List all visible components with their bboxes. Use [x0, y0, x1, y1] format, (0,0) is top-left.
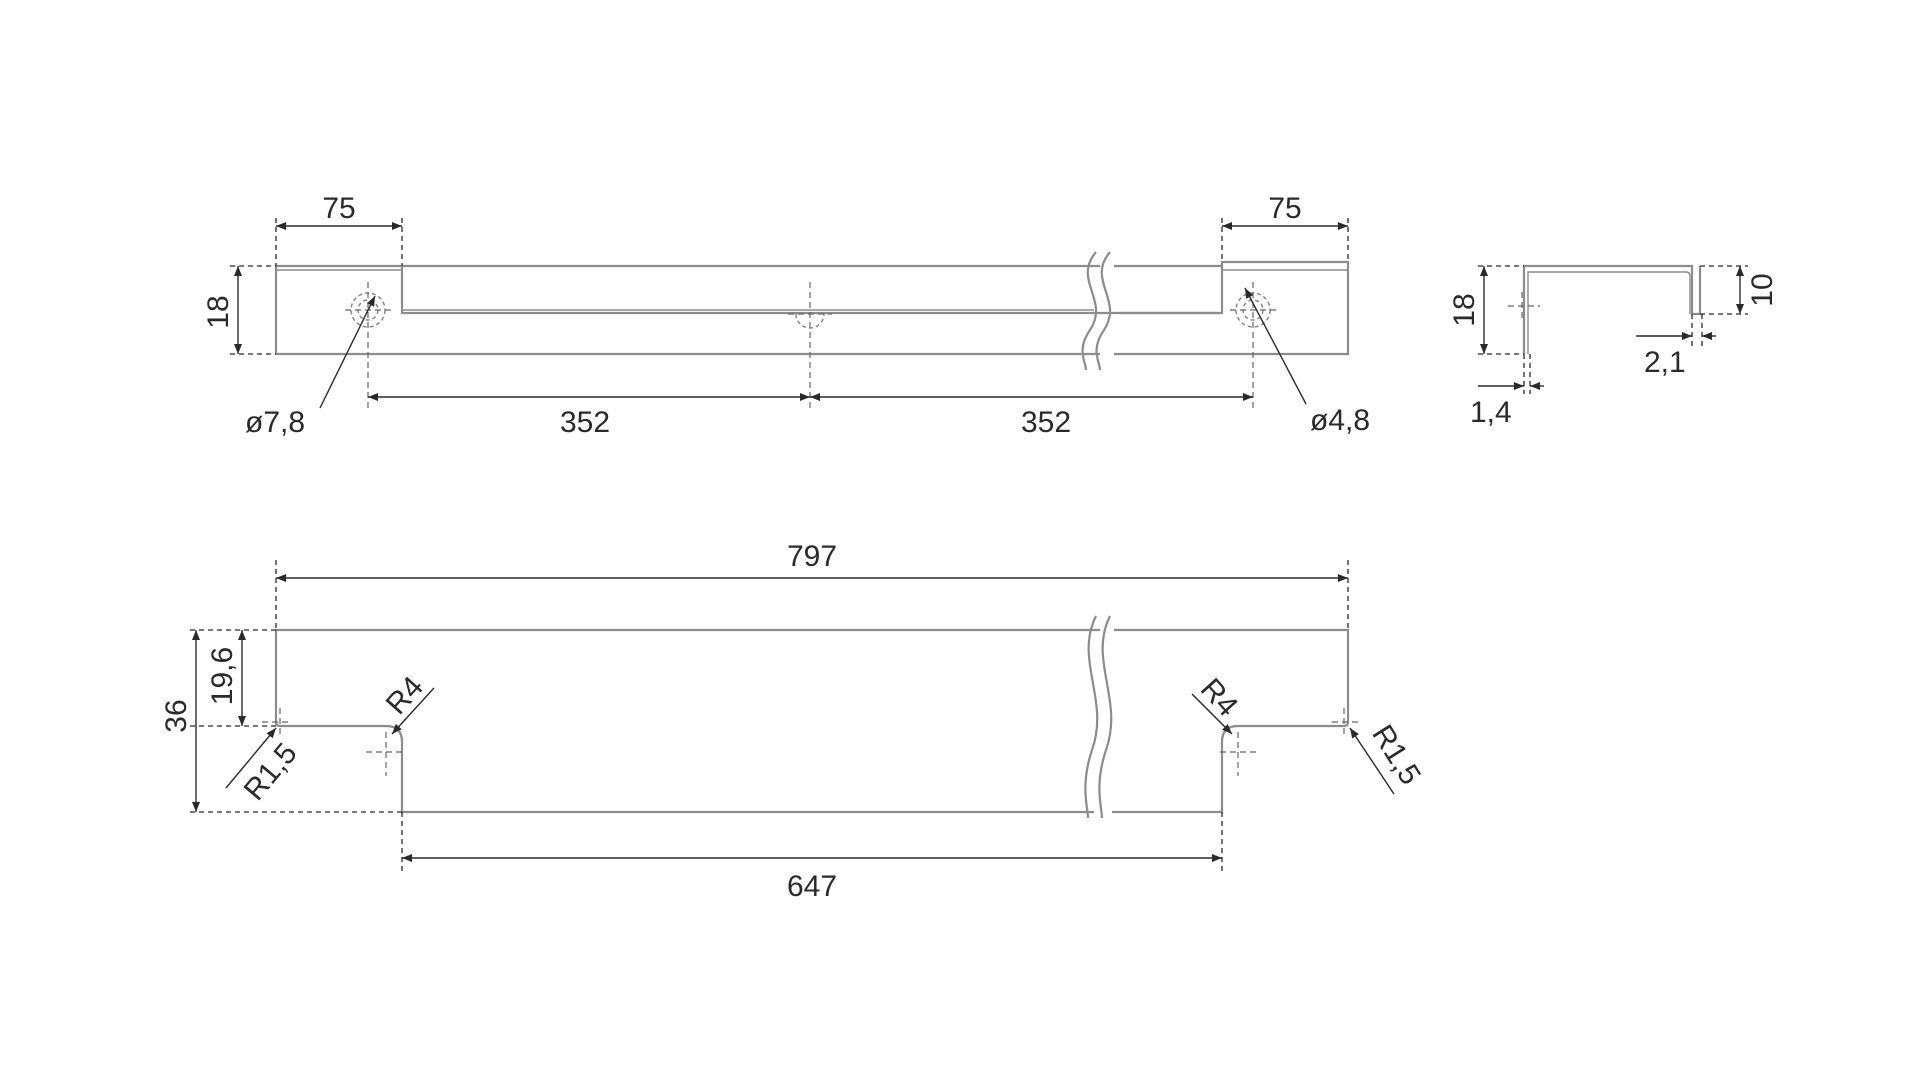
dim-19-6: 19,6: [206, 647, 239, 705]
front-view: 75 75 18 352 352 ø7,8 ø4,8: [202, 192, 1370, 439]
dim-352-left: 352: [560, 406, 610, 439]
dim-1-4-profile: 1,4: [1470, 396, 1512, 429]
dim-647: 647: [787, 870, 837, 903]
dim-352-right: 352: [1021, 406, 1071, 439]
bottom-view: 797 36 19,6 647 R4 R4 R1,5 R1,5: [160, 540, 1427, 903]
dim-2-1-profile: 2,1: [1644, 346, 1686, 379]
dim-r1-5-right: R1,5: [1365, 719, 1427, 790]
hole-center: [788, 282, 832, 408]
dim-10-profile: 10: [1746, 273, 1779, 306]
profile-outline: [1522, 264, 1702, 354]
dim-797: 797: [787, 540, 837, 573]
dim-75-left: 75: [322, 192, 355, 225]
dim-18-front: 18: [202, 295, 235, 328]
front-break-symbol: [1081, 251, 1111, 371]
hole-right: [1230, 282, 1276, 408]
bottom-outline-right: [1112, 628, 1350, 814]
dim-18-profile: 18: [1448, 293, 1481, 326]
dim-r1-5-left: R1,5: [238, 737, 304, 807]
profile-view: 18 10 2,1 1,4: [1448, 264, 1779, 429]
dim-hole-small: ø4,8: [1310, 404, 1370, 437]
dim-75-right: 75: [1268, 192, 1301, 225]
dim-hole-large: ø7,8: [245, 406, 305, 439]
hole-left: [345, 282, 392, 408]
bottom-break-symbol: [1084, 615, 1113, 819]
dim-r4-left: R4: [380, 670, 430, 721]
bottom-centermarks: [262, 708, 1362, 776]
front-outline-right: [1114, 260, 1350, 356]
dim-r4-right: R4: [1194, 672, 1244, 723]
dim-36: 36: [160, 699, 193, 732]
bottom-outline-left: [274, 628, 1100, 814]
